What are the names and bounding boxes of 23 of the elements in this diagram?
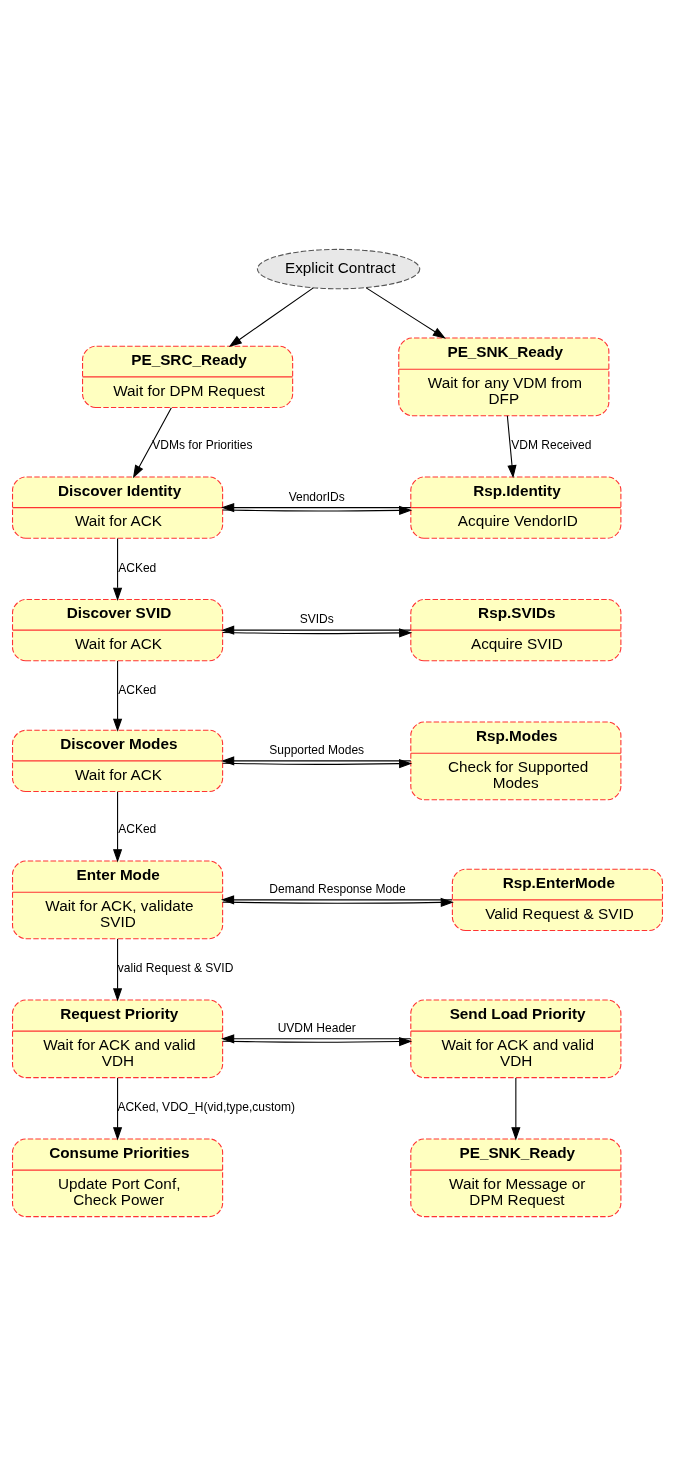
edge-label: SVIDs xyxy=(299,612,334,627)
edge-label: Supported Modes xyxy=(269,743,365,758)
arrow xyxy=(365,287,446,339)
arrow xyxy=(132,407,172,479)
arrow xyxy=(228,287,314,347)
edge-label: ACKed, VDO_H(vid,type,custom) xyxy=(117,1100,296,1115)
edge-label: ACKed xyxy=(118,683,157,698)
edge-label: VDMs for Priorities xyxy=(152,438,253,453)
arrow xyxy=(112,660,123,732)
arrow xyxy=(112,537,123,601)
edge-label: VDM Received xyxy=(511,438,592,453)
arrow xyxy=(112,791,123,863)
edge-label: ACKed xyxy=(118,822,157,837)
edge-label: VendorIDs xyxy=(288,489,345,504)
arrow xyxy=(112,938,123,1002)
arrow xyxy=(511,1077,521,1141)
node-ellipse: Explicit Contract xyxy=(256,248,421,290)
edge-label: Demand Response Mode xyxy=(269,882,406,897)
arrow xyxy=(112,1077,123,1141)
edge-label: ACKed xyxy=(118,560,157,575)
edge-label: UVDM Header xyxy=(277,1021,356,1036)
edge-label: valid Request & SVID xyxy=(117,961,234,976)
arrow xyxy=(506,415,517,479)
